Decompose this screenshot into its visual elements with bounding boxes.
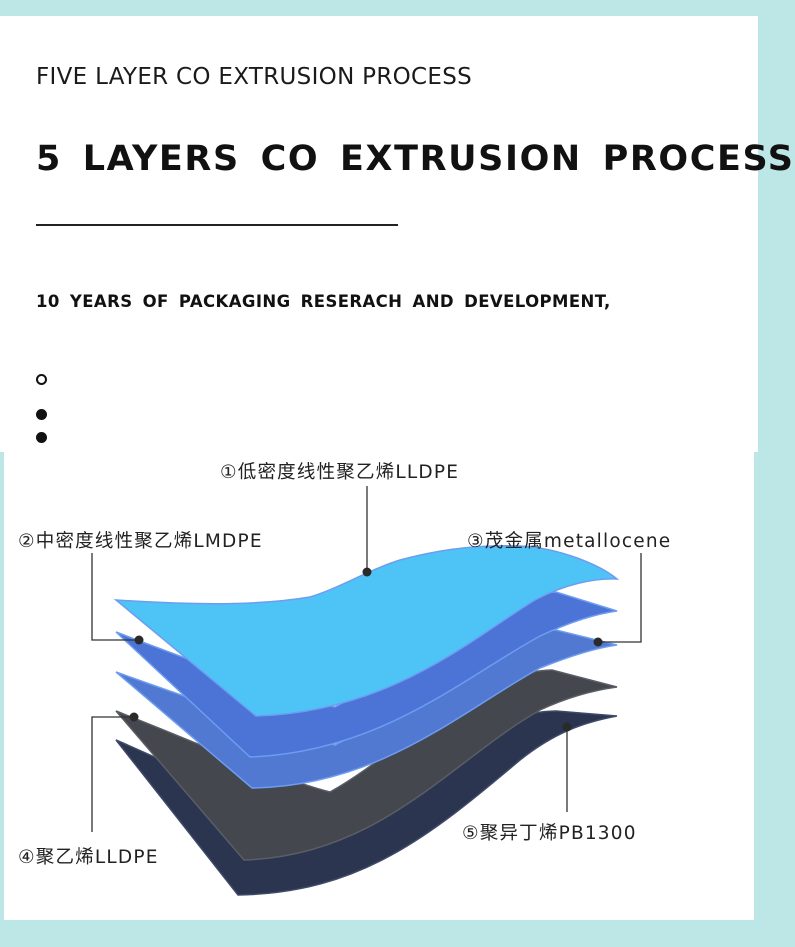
marker-dot-3 (593, 637, 603, 647)
layer-4-label: ④聚乙烯LLDPE (18, 847, 159, 868)
marker-dot-1 (362, 567, 372, 577)
marker-dot-2 (134, 635, 144, 645)
leader-line-3 (598, 553, 642, 643)
right-border (754, 452, 758, 920)
marker-dot-4 (129, 712, 139, 722)
left-border (0, 452, 4, 920)
tagline: 10 YEARS OF PACKAGING RESERACH AND DEVEL… (36, 292, 611, 311)
page-title: 5 LAYERS CO EXTRUSION PROCESS (36, 139, 795, 179)
layer-1-sheet (113, 544, 620, 717)
marker-dot-5 (562, 722, 572, 732)
top-border (0, 0, 758, 16)
layer-3-label: ③茂金属metallocene (467, 531, 672, 552)
subtitle: FIVE LAYER CO EXTRUSION PROCESS (36, 64, 473, 90)
solid-bullet-icon (36, 409, 47, 420)
layer-5-label: ⑤聚异丁烯PB1300 (462, 823, 637, 844)
leader-lines (91, 486, 642, 832)
title-divider (36, 224, 398, 226)
hollow-bullet-icon (36, 374, 47, 385)
leader-dots (129, 567, 603, 732)
leader-line-4 (91, 716, 134, 832)
solid-bullet-icon (36, 432, 47, 443)
leader-line-2 (91, 553, 139, 641)
layer-2-label: ②中密度线性聚乙烯LMDPE (18, 531, 263, 552)
layer-1-label: ①低密度线性聚乙烯LLDPE (220, 462, 460, 483)
layer-diagram (91, 486, 642, 896)
